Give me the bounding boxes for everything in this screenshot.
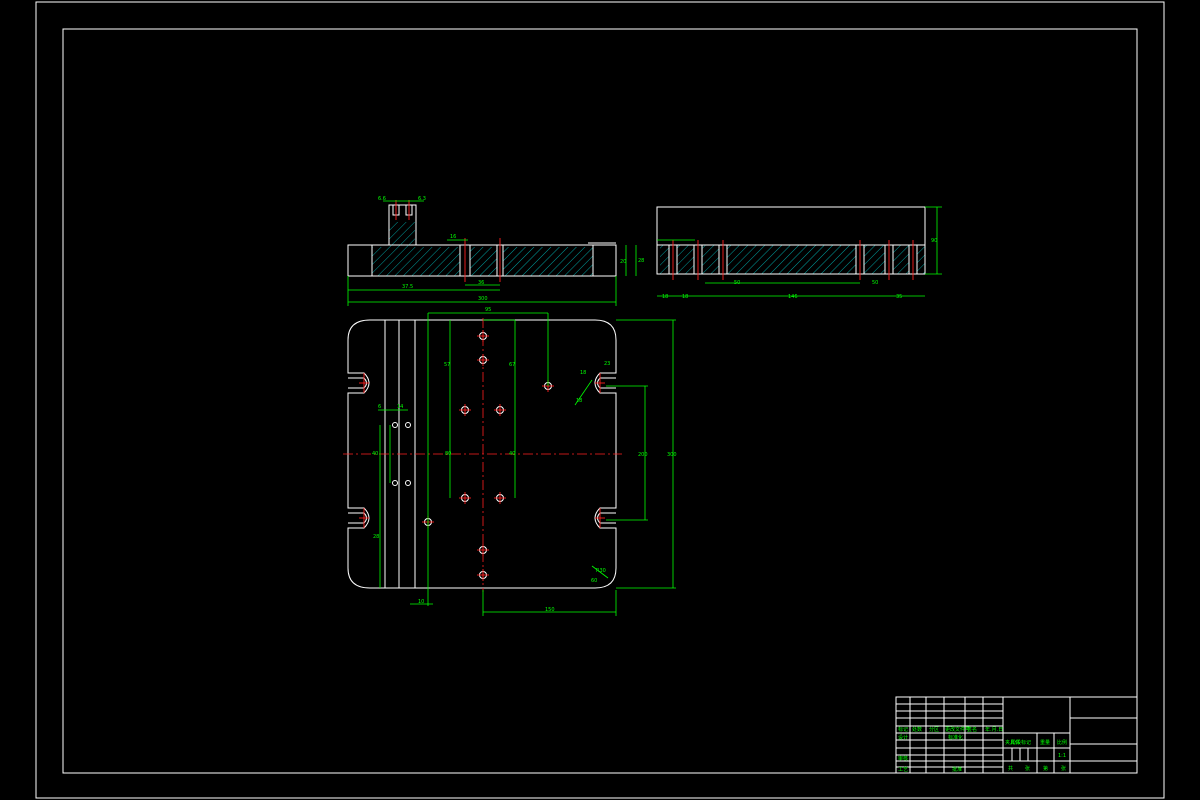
plan-dim-4: 6 <box>378 404 381 410</box>
tb-scale-label: 比例 <box>1057 739 1067 746</box>
side-dim-6: 35 <box>896 294 902 300</box>
tb-row1-6: 年.月.日 <box>985 726 1003 733</box>
tb-stage-label: 阶段标记 <box>1011 739 1031 746</box>
tb-sheet-1: 共 <box>1008 765 1013 772</box>
side-view: 18 18 50 146 50 35 90 <box>656 206 942 300</box>
front-dim-8: 6.3 <box>418 196 426 202</box>
bolt-holes <box>392 332 552 579</box>
front-dim-1: 6.6 <box>378 196 386 202</box>
tb-row1-3: 分区 <box>929 726 939 733</box>
front-dim-5: 28 <box>638 258 644 264</box>
title-block: 标记 处数 分区 更改文件号 签名 年.月.日 设计 标准化 审核 工艺 批准 … <box>895 696 1138 774</box>
plan-dim-10: 10 <box>418 599 424 605</box>
tb-approve: 批准 <box>952 766 962 773</box>
plan-dim-11: 18 <box>580 370 586 376</box>
tb-row1-2: 处数 <box>912 726 922 733</box>
front-dim-4: 300 <box>478 296 488 302</box>
front-dim-6: 20 <box>620 259 626 265</box>
plan-dim-9: 28 <box>373 534 379 540</box>
side-dim-2: 18 <box>682 294 688 300</box>
front-dim-7: 16 <box>450 234 456 240</box>
plan-dim-7: 80 <box>445 451 451 457</box>
tb-part-name: 夹具体 <box>1005 739 1020 746</box>
front-dim-3: 36 <box>478 280 484 286</box>
plan-dim-12: 18 <box>576 398 582 404</box>
side-dim-7: 90 <box>931 238 937 244</box>
plan-dim-1: 95 <box>485 307 491 313</box>
plan-view: 95 57 67 6 14 40 80 40 28 10 18 18 200 3… <box>343 307 677 616</box>
tb-row1-1: 标记 <box>898 726 908 733</box>
tb-row1-4: 更改文件号 <box>945 726 970 733</box>
plan-dim-6: 40 <box>372 451 378 457</box>
plan-dim-2: 57 <box>444 362 450 368</box>
tb-process: 工艺 <box>898 767 908 773</box>
plan-dim-8: 40 <box>509 451 515 457</box>
front-dim-2: 37.5 <box>402 284 413 290</box>
front-view: 6.6 37.5 36 300 28 20 16 6.3 <box>347 196 644 306</box>
plan-dim-5: 14 <box>397 404 403 410</box>
plan-dim-3: 67 <box>509 362 515 368</box>
side-dim-4: 146 <box>788 294 798 300</box>
tb-sheet-4: 张 <box>1061 765 1066 772</box>
side-dim-3: 50 <box>734 280 740 286</box>
plan-dim-14: 300 <box>667 452 677 458</box>
tb-sheet-3: 第 <box>1043 765 1048 772</box>
tb-sheet-2: 张 <box>1025 765 1030 772</box>
outer-border <box>35 1 1165 799</box>
plan-dim-13: 200 <box>638 452 648 458</box>
plan-dim-15: 150 <box>545 607 555 613</box>
plan-dim-18: 60 <box>591 578 597 584</box>
tb-scale-value: 1:1 <box>1058 753 1066 759</box>
plan-dim-16: R30 <box>596 568 606 574</box>
side-dim-5: 50 <box>872 280 878 286</box>
tb-weight-label: 重量 <box>1040 739 1050 746</box>
tb-row1-5: 签名 <box>967 726 977 733</box>
inner-border <box>62 28 1138 774</box>
plan-dim-17: 23 <box>604 361 610 367</box>
tb-checker: 审核 <box>898 755 908 762</box>
tb-designer: 设计 <box>898 734 908 741</box>
tb-standard: 标准化 <box>948 734 963 741</box>
side-dim-1: 18 <box>662 294 668 300</box>
